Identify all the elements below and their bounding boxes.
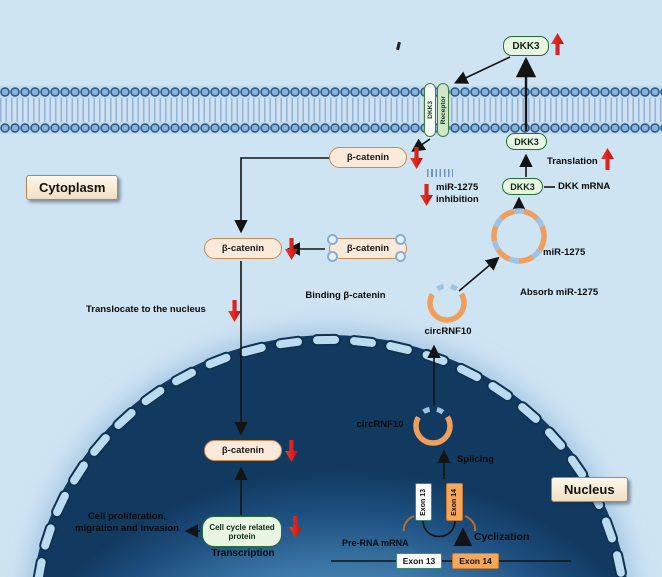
proliferation-label: Cell proliferation, migration and invasi…	[75, 511, 179, 534]
nucleus-label: Nucleus	[551, 477, 628, 502]
binding-ring-icon	[327, 251, 338, 262]
exon14-box: Exon 14	[452, 553, 499, 569]
cell-cycle-protein-box: Cell cycle related protein	[202, 516, 282, 547]
binding-ring-icon	[327, 234, 338, 245]
beta-catenin-box-free: β-catenin	[204, 238, 282, 259]
dkk-mrna-label: DKK mRNA	[558, 181, 611, 192]
lipid-heads-top	[0, 86, 662, 98]
binding-bcatenin-label: Binding β-catenin	[305, 290, 386, 301]
circrnf10-cytoplasm-label: circRNF10	[424, 326, 472, 337]
red-down-arrow-mir-inhibition	[420, 184, 433, 206]
arrow-dkk3-to-receptor	[453, 56, 511, 84]
lipid-heads-bottom	[0, 122, 662, 134]
binding-ring-icon	[395, 251, 406, 262]
binding-ring-icon	[395, 234, 406, 245]
arrow-bcatenin-elbow	[234, 157, 330, 234]
transcription-label: Transcription	[211, 548, 275, 559]
lipid-tails	[0, 98, 662, 122]
stray-mark	[396, 41, 401, 51]
arrow-absorb-mir	[458, 256, 500, 292]
circrnf10-ring-icon-cytoplasm	[427, 283, 467, 323]
red-down-arrow-translocate	[228, 300, 241, 322]
mirna-pairing-icon	[427, 169, 453, 177]
cyclization-label: Cyclization	[474, 531, 530, 543]
beta-catenin-box-bound: β-catenin	[329, 238, 407, 259]
pre-rna-label: Pre-RNA mRNA	[342, 538, 409, 548]
translocate-label: Translocate to the nucleus	[86, 304, 206, 315]
beta-catenin-box-membrane: β-catenin	[329, 147, 407, 168]
exon13-loop-box: Exon 13	[415, 483, 432, 521]
circrnf10-nucleus-label: circRNF10	[356, 419, 404, 430]
mir1275-ring-icon	[491, 208, 547, 264]
exon13-box: Exon 13	[396, 553, 442, 569]
absorb-mir-label: Absorb miR-1275	[520, 287, 599, 298]
mir1275-label: miR-1275	[543, 247, 586, 258]
exon13-loop-label: Exon 13	[420, 488, 427, 516]
dkk3-mrna-box: DKK3	[502, 178, 543, 195]
dkk3-protein-box: DKK3	[506, 133, 547, 150]
receptor-dkk3-subunit: DKK3	[424, 83, 436, 137]
receptor-label: Receptor	[439, 95, 447, 125]
red-down-arrow-bcatenin-membrane	[410, 147, 423, 169]
cell-membrane	[0, 86, 662, 134]
receptor-dkk3-label: DKK3	[426, 101, 434, 119]
receptor-subunit: Receptor	[437, 83, 449, 137]
red-down-arrow-bcatenin-free	[285, 238, 298, 260]
cytoplasm-label: Cytoplasm	[26, 175, 119, 200]
translation-label: Translation	[547, 156, 598, 167]
exon14-loop-label: Exon 14	[451, 488, 458, 516]
beta-catenin-box-nucleus: β-catenin	[204, 440, 282, 461]
red-up-arrow-dkk3	[551, 33, 564, 55]
nucleus-body	[30, 335, 630, 577]
dkk3-secreted-box: DKK3	[503, 36, 549, 56]
mir-inhibition-label: miR-1275 inhibition	[436, 182, 479, 205]
splicing-label: Splicing	[457, 454, 494, 465]
exon14-loop-box: Exon 14	[446, 483, 463, 521]
red-up-arrow-translation	[601, 148, 614, 170]
